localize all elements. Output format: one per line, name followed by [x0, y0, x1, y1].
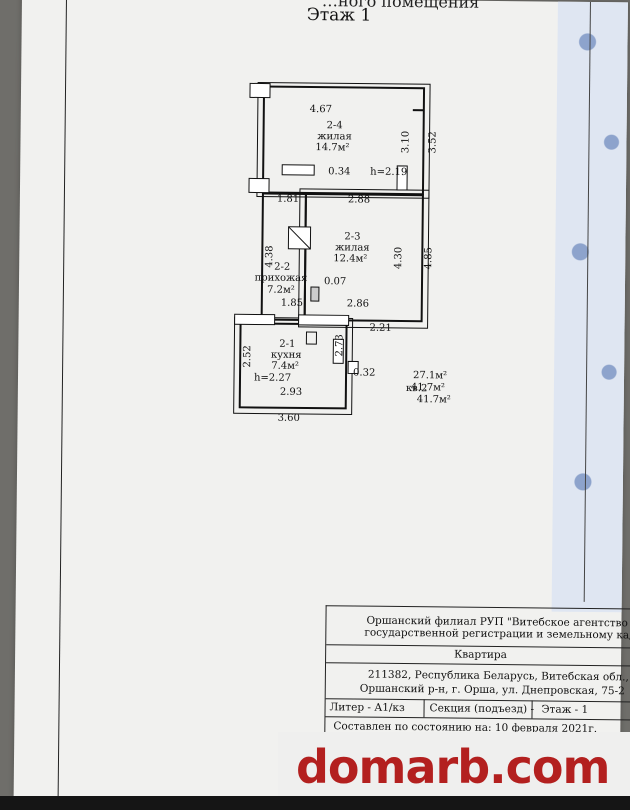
object-type: Квартира [454, 648, 507, 662]
dim-0-32: 0.32 [353, 367, 375, 378]
section: Секция (подъезд) - [429, 702, 535, 716]
title-block-org-row: Оршанский филиал РУП "Витебское агентств… [326, 606, 630, 649]
dim-4-67: 4.67 [310, 104, 332, 115]
room-2-2-walls [260, 192, 307, 321]
address-line-2: Оршанский р-н, г. Орша, ул. Днепровская,… [359, 682, 625, 698]
org-line-2: государственной регистрации и земельному… [364, 626, 630, 642]
dim-0-07: 0.07 [324, 276, 346, 287]
dim-3-10: 3.10 [400, 131, 411, 153]
dim-2-52: 2.52 [242, 345, 253, 367]
room-2-4-area: 14.7м² [315, 142, 349, 153]
dim-1-81: 1.81 [277, 194, 299, 205]
total-area-2: 41.7м² [416, 394, 451, 406]
room-2-2-id: 2-2 [274, 262, 290, 273]
area-totals: 27.1м² 41.7м² 41.7м² [410, 370, 451, 406]
bottom-band [0, 796, 630, 810]
dim-3-60: 3.60 [278, 413, 300, 424]
room-2-3-area: 12.4м² [333, 253, 367, 264]
dim-h-2-27: h=2.27 [254, 372, 291, 383]
floor-plan: 2-4 жилая 14.7м² 2-3 жилая 12.4м² 2-2 пр… [233, 81, 439, 424]
dim-2-86: 2.86 [347, 298, 369, 309]
dim-0-34: 0.34 [328, 166, 350, 177]
total-area: 41.7м² [410, 382, 446, 394]
litera: Литер - А1/кз [329, 701, 405, 715]
dim-3-52: 3.52 [427, 131, 438, 153]
living-area: 27.1м² [412, 370, 448, 382]
dim-1-85: 1.85 [281, 298, 303, 309]
dim-2-93: 2.93 [280, 387, 302, 398]
dim-2-88: 2.88 [348, 194, 370, 205]
room-2-1-walls [238, 322, 348, 410]
document-sheet: …ного помещения Этаж 1 [13, 0, 630, 803]
dim-h-2-19: h=2.19 [370, 167, 407, 178]
room-2-1-type: кухня [271, 350, 302, 361]
room-2-2-type: прихожая [255, 272, 308, 284]
dim-4-30: 4.30 [393, 247, 404, 269]
room-2-2-area: 7.2м² [267, 285, 295, 296]
room-2-3-type: жилая [335, 242, 370, 253]
room-2-4-type: жилая [317, 131, 352, 142]
dim-2-21: 2.21 [369, 323, 391, 334]
dim-4-85: 4.85 [423, 247, 434, 269]
floor-number: Этаж - 1 [541, 703, 589, 716]
title-block: Оршанский филиал РУП "Витебское агентств… [324, 605, 630, 740]
room-2-4-id: 2-4 [327, 120, 343, 131]
dim-4-38: 4.38 [264, 245, 275, 267]
room-2-1-id: 2-1 [279, 339, 295, 350]
dim-2-73: 2.73 [334, 334, 345, 356]
title-block-address-row: 211382, Республика Беларусь, Витебская о… [325, 662, 630, 703]
room-2-1-area: 7.4м² [271, 361, 299, 372]
watermark-logo: domarb.com [278, 732, 630, 802]
room-2-3-id: 2-3 [344, 231, 360, 242]
address-line-1: 211382, Республика Беларусь, Витебская о… [367, 668, 629, 684]
